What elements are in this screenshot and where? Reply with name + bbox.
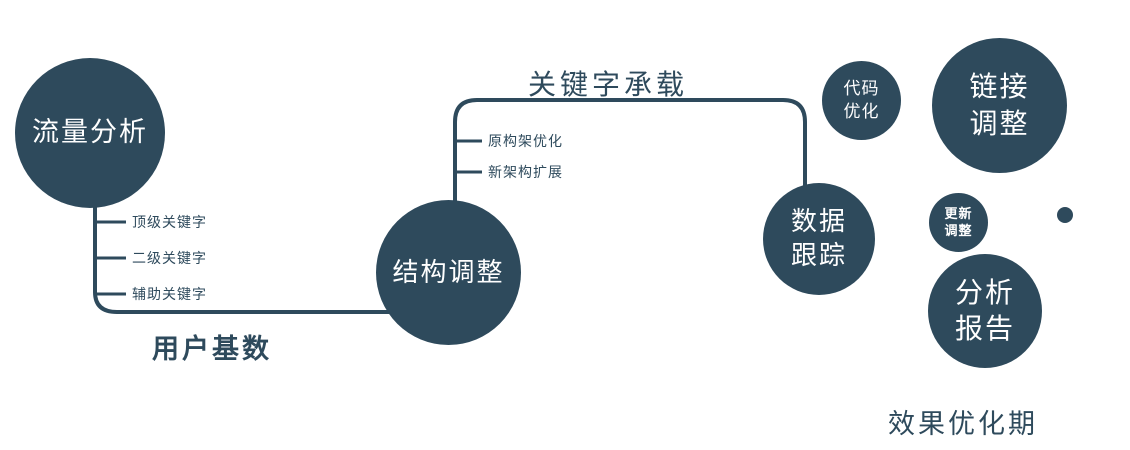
connector-structure-tracking — [453, 98, 807, 240]
node-small-dot — [1057, 207, 1073, 223]
branch-label-arch-expand: 新架构扩展 — [488, 164, 563, 180]
branch-label-second-keywords: 二级关键字 — [132, 250, 207, 266]
node-data-tracking: 数据 跟踪 — [763, 183, 875, 295]
node-code-optimization: 代码 优化 — [822, 61, 901, 140]
node-link-adjust: 链接 调整 — [932, 38, 1067, 173]
node-update-adjust: 更新 调整 — [929, 193, 988, 252]
branch-label-aux-keywords: 辅助关键字 — [132, 286, 207, 302]
node-structure-adjust: 结构调整 — [376, 200, 521, 345]
node-traffic-analysis: 流量分析 — [15, 58, 165, 208]
footer-label-effect-phase: 效果优化期 — [888, 409, 1038, 439]
edge-label-user-base: 用户基数 — [152, 334, 272, 364]
branch-label-arch-optimize: 原构架优化 — [488, 133, 563, 149]
node-analysis-report: 分析 报告 — [928, 254, 1042, 368]
connector-traffic-structure — [93, 160, 430, 314]
edge-label-keyword-carry: 关键字承载 — [528, 69, 689, 100]
branch-label-top-keywords: 顶级关键字 — [132, 214, 207, 230]
